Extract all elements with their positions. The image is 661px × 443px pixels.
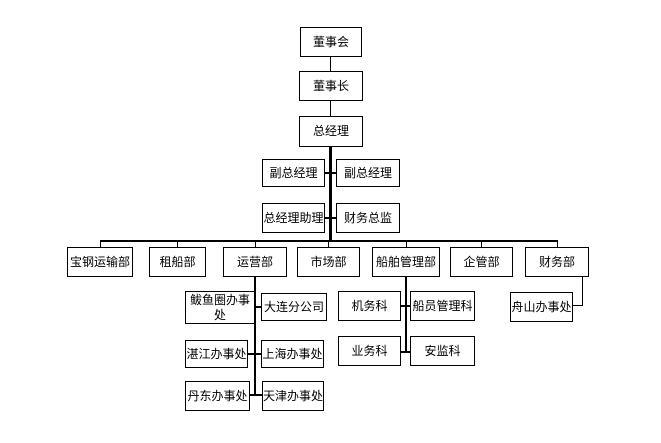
connector-chairman-gm (330, 101, 331, 116)
connector-drop-operations (255, 242, 256, 247)
connector-drop-marketing (328, 242, 329, 247)
connector-dandong-tianjin-stub (250, 394, 262, 396)
connector-zhanjiang-shanghai-stub (248, 353, 261, 355)
node-safety-supervision-section: 安监科 (410, 336, 475, 366)
node-deputy-gm-left: 副总经理 (262, 159, 325, 187)
node-business-section: 业务科 (338, 336, 401, 366)
node-ship-management-dept: 船舶管理部 (372, 247, 440, 277)
node-tianjin-office: 天津办事处 (262, 381, 324, 411)
connector-assistant-finance-stub (325, 217, 336, 219)
node-operations-dept: 运营部 (223, 247, 287, 277)
connector-drop-finance (557, 242, 558, 247)
node-dandong-office: 丹东办事处 (185, 381, 250, 411)
connector-department-bus (100, 240, 558, 242)
node-shanghai-office: 上海办事处 (261, 340, 324, 368)
connector-drop-enterprise (481, 242, 482, 247)
node-gm-assistant: 总经理助理 (262, 203, 325, 233)
connector-gm-trunk (329, 147, 332, 241)
node-deputy-gm-right: 副总经理 (336, 159, 400, 187)
node-crew-management-section: 船员管理科 (410, 291, 475, 321)
node-engineering-section: 机务科 (338, 291, 401, 321)
node-finance-dept: 财务部 (525, 247, 589, 277)
node-zhanjiang-office: 湛江办事处 (185, 340, 248, 368)
connector-business-safety-stub (401, 351, 410, 353)
node-chairman: 董事长 (299, 71, 363, 101)
connector-finance-zhoushan-vertical (582, 277, 583, 306)
connector-board-chairman (330, 57, 331, 71)
connector-drop-baosteel (100, 242, 101, 247)
node-marketing-dept: 市场部 (297, 247, 360, 277)
connector-bayuquan-dalian-stub (255, 306, 261, 308)
connector-ship-management-trunk (405, 277, 407, 353)
node-bayuquan-office: 鲅鱼圈办事处 (185, 291, 255, 324)
connector-drop-ship-management (406, 242, 407, 247)
connector-deputy-gm-stub (325, 172, 336, 174)
node-finance-director: 财务总监 (336, 203, 400, 233)
connector-finance-zhoushan-horizontal (573, 305, 583, 306)
node-general-manager: 总经理 (299, 116, 363, 147)
connector-drop-chartering (177, 242, 178, 247)
node-board: 董事会 (300, 27, 362, 57)
connector-operations-trunk (254, 277, 256, 395)
node-chartering-dept: 租船部 (149, 247, 206, 277)
connector-engineering-crew-stub (401, 305, 410, 307)
node-enterprise-management-dept: 企管部 (450, 247, 513, 277)
node-dalian-branch: 大连分公司 (261, 293, 327, 321)
node-baosteel-transport-dept: 宝钢运输部 (67, 247, 133, 277)
node-zhoushan-office: 舟山办事处 (510, 292, 573, 322)
